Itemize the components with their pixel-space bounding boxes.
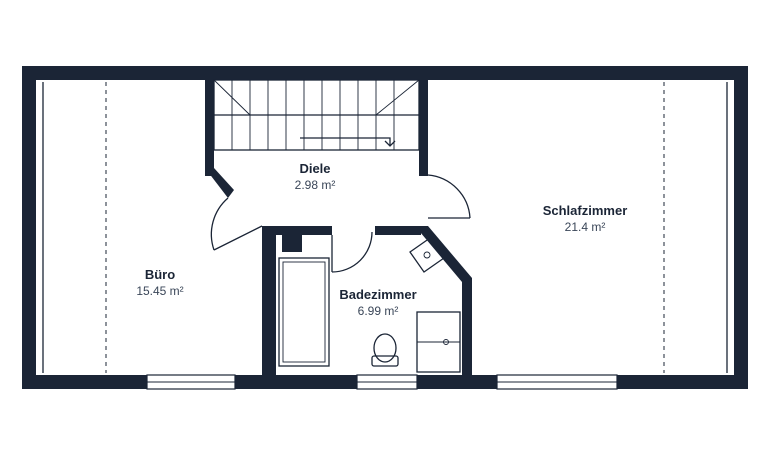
room-label-schlafzimmer: Schlafzimmer 21.4 m²	[515, 202, 655, 235]
room-area: 21.4 m²	[564, 220, 606, 234]
bottom-windows	[146, 374, 618, 390]
room-label-buero: Büro 15.45 m²	[90, 266, 230, 299]
room-label-diele: Diele 2.98 m²	[245, 160, 385, 193]
inner-lines	[42, 82, 728, 373]
room-name: Schlafzimmer	[542, 203, 628, 218]
room-area: 15.45 m²	[136, 284, 184, 298]
room-area: 6.99 m²	[357, 304, 399, 318]
room-label-badezimmer: Badezimmer 6.99 m²	[308, 286, 448, 319]
sink	[409, 237, 445, 273]
room-area: 2.98 m²	[294, 178, 336, 192]
room-name: Badezimmer	[339, 287, 417, 302]
bathroom-door	[331, 231, 373, 273]
toilet	[371, 333, 399, 367]
hallway-doors	[210, 174, 471, 251]
bathroom-walls	[262, 226, 472, 376]
bathtub	[278, 257, 330, 367]
stair-walls	[205, 80, 428, 198]
shower	[416, 311, 461, 373]
staircase	[213, 79, 420, 151]
room-name: Büro	[144, 267, 176, 282]
roof-slope-lines	[105, 82, 665, 373]
room-name: Diele	[299, 161, 331, 176]
